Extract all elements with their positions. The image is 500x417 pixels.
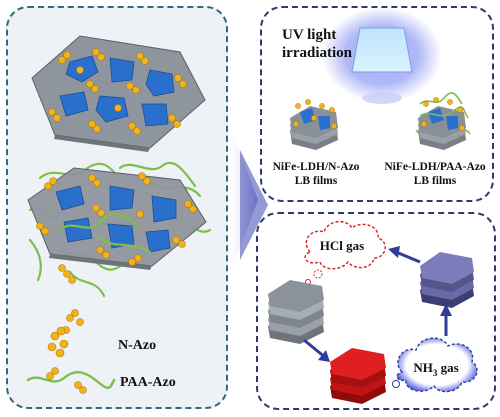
ldh-n-azo-sheet xyxy=(31,35,206,152)
paa-azo-lb-film-icon xyxy=(415,92,471,150)
uv-irradiation-label: UV light irradiation xyxy=(282,26,352,62)
n-azo-film-label-line2: LB films xyxy=(294,175,338,187)
free-n-azo-molecules xyxy=(62,309,84,334)
purple-film-stack xyxy=(420,252,474,308)
paa-azo-film-label-line2: LB films xyxy=(413,175,457,187)
gray-film-stack xyxy=(268,280,324,344)
paa-azo-film-label-line1: NiFe-LDH/PAA-Azo xyxy=(384,161,486,173)
n-azo-legend-glyph xyxy=(47,326,69,358)
ldh-paa-azo-sheet xyxy=(27,161,212,298)
n-azo-legend-label: N-Azo xyxy=(118,338,157,353)
n-azo-film-label-line1: NiFe-LDH/N-Azo xyxy=(272,161,360,173)
nh3-gas-cloud: NH3 gas xyxy=(392,337,478,393)
paa-azo-legend-glyph xyxy=(26,367,116,394)
uv-label-line2: irradiation xyxy=(282,45,352,61)
nh3-gas-label: NH3 gas xyxy=(413,360,458,378)
hcl-gas-cloud: HCl gas xyxy=(304,221,386,285)
paa-azo-legend-label: PAA-Azo xyxy=(120,375,176,390)
hcl-gas-label: HCl gas xyxy=(320,238,364,253)
red-film-stack xyxy=(330,348,386,404)
transition-sweep xyxy=(228,120,268,280)
uv-label-line1: UV light xyxy=(282,27,337,43)
n-azo-lb-film-icon xyxy=(290,99,338,150)
cycle-arrows xyxy=(303,246,452,362)
paa-azo-film-label: NiFe-LDH/PAA-Azo LB films xyxy=(378,160,492,188)
n-azo-film-label: NiFe-LDH/N-Azo LB films xyxy=(268,160,364,188)
uv-lamp-icon xyxy=(322,7,442,104)
